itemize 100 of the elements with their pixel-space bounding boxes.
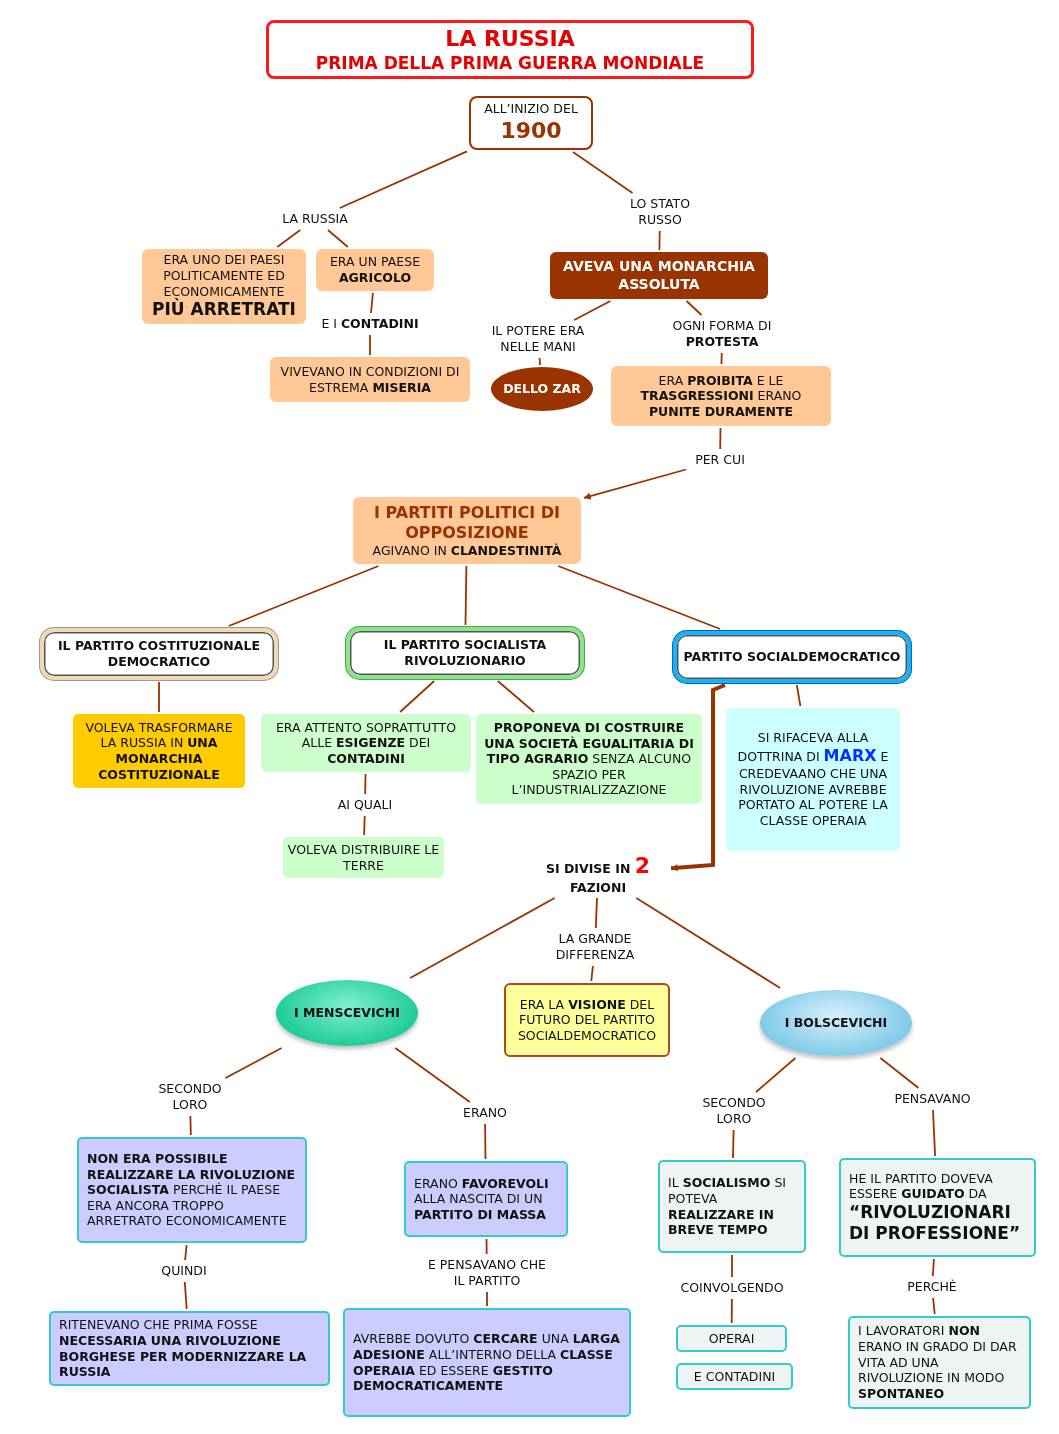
node-text: ERA LA VISIONE DEL FUTURO DEL PARTITO SOCIALDEMOCRATICO [516, 996, 658, 1044]
concept-box [49, 1311, 330, 1386]
node-text: ALL’INIZIO DEL [484, 101, 578, 118]
node-text: I MENSCEVICHI [294, 1005, 400, 1021]
node-text: ERA PROIBITA E LE TRASGRESSIONI ERANO PUNITE DURAMENTE [639, 372, 803, 420]
concept-box [316, 249, 434, 291]
node-text: OPERAI [708, 1330, 755, 1347]
concept-box [142, 249, 306, 324]
connector-line [719, 427, 722, 450]
connector-line [594, 897, 598, 929]
connector-line [276, 229, 302, 248]
node-text: E CONTADINI [693, 1368, 776, 1385]
connector-line [732, 1129, 735, 1159]
node-text: “RIVOLUZIONARI DI PROFESSIONE” [849, 1201, 1022, 1245]
node-text: ERA UNO DEI PAESI POLITICAMENTE ED ECONOMICAMENTE [163, 252, 286, 299]
linking-phrase: PER CUI [688, 451, 752, 469]
concept-box [658, 1160, 806, 1253]
connector-line [364, 773, 367, 795]
connector-line [338, 150, 468, 209]
title-box [266, 20, 754, 79]
connector-line [363, 815, 366, 836]
concept-box [848, 1316, 1031, 1409]
concept-box [476, 714, 702, 804]
node-text: AGIVANO IN CLANDESTINITÀ [372, 542, 562, 559]
node-text: I LAVORATORI NON ERANO IN GRADO DI DAR VITA AD UNA RIVOLUZIONE IN MODO SPONTANEO [858, 1323, 1018, 1402]
arrow [583, 468, 687, 500]
concept-box [261, 714, 471, 772]
connector-line [399, 680, 436, 713]
node-text: ERANO FAVOREVOLI ALLA NASCITA DI UN PARTITO DI MASSA [414, 1175, 550, 1223]
connector-line [496, 680, 535, 713]
connector-line [538, 357, 541, 366]
concept-box [676, 1363, 793, 1390]
node-text: LA RUSSIA [445, 25, 575, 53]
node-text: AVEVA UNA MONARCHIA ASSOLUTA [562, 258, 756, 293]
connector-line [658, 230, 661, 251]
node-text: RITENEVANO CHE PRIMA FOSSE NECESSARIA UNA RIVOLUZIONE BORGHESE PER MODERNIZZARE LA RUSSIA [59, 1317, 308, 1380]
connector-line [931, 1258, 935, 1277]
connector-line [189, 1115, 192, 1136]
connector-line [485, 1238, 488, 1255]
node-text: VOLEVA DISTRIBUIRE LE TERRE [287, 841, 440, 874]
arrow [670, 683, 726, 872]
concept-box [676, 1325, 787, 1352]
concept-box [404, 1161, 568, 1237]
linking-phrase: SECONDO LORO [689, 1094, 779, 1128]
connector-line [158, 681, 160, 713]
node-text: ERA UN PAESE AGRICOLO [328, 254, 422, 286]
linking-phrase: PENSAVANO [885, 1090, 980, 1108]
node-text: AVREBBE DOVUTO CERCARE UNA LARGA ADESIONE ALL’INTERNO DELLA CLASSE OPERAIA ED ESSERE GESTITO DEMOCRATICAMENTE [353, 1331, 621, 1394]
connector-line [370, 292, 374, 314]
linking-phrase: E I CONTADINI [305, 315, 435, 333]
concept-box [353, 497, 581, 564]
connector-line [557, 565, 721, 630]
concept-box [673, 631, 911, 683]
linking-phrase: OGNI FORMA DI PROTESTA [660, 317, 784, 351]
connector-line [369, 334, 371, 356]
connector-line [572, 151, 634, 194]
connector-line [224, 1047, 283, 1079]
node-text: VOLEVA TRASFORMARE LA RUSSIA IN UNA MONARCHIA COSTITUZIONALE [84, 719, 234, 783]
connector-line [409, 897, 556, 979]
connector-line [327, 229, 349, 248]
concept-box [726, 708, 900, 851]
node-text: SI RIFACEVA ALLA DOTTRINA DI MARX E CREDEVAANO CHE UNA RIVOLUZIONE AVREBBE PORTATO AL POTERE LA CLASSE OPERAIA [736, 730, 890, 829]
connector-line [590, 965, 594, 982]
connector-line [394, 1047, 471, 1103]
connector-line [464, 565, 468, 626]
concept-box [504, 983, 670, 1057]
node-text: NON ERA POSSIBILE REALIZZARE LA RIVOLUZIONE SOCIALISTA PERCHÉ IL PAESE ERA ANCORA TROPPO ARRETRATO ECONOMICAMENTE [87, 1150, 297, 1230]
concept-box [611, 366, 831, 426]
linking-phrase: QUINDI [152, 1262, 216, 1280]
linking-phrase: SECONDO LORO [145, 1080, 235, 1114]
node-text: PARTITO SOCIALDEMOCRATICO [683, 649, 901, 665]
connector-line [685, 300, 703, 316]
concept-box [346, 627, 584, 679]
concept-box [550, 252, 768, 299]
concept-box [343, 1308, 631, 1417]
connector-line [484, 1123, 487, 1160]
linking-phrase: AI QUALI [330, 796, 400, 814]
connector-line [573, 300, 612, 321]
linking-phrase: E PENSAVANO CHE IL PARTITO [420, 1256, 554, 1290]
node-text: VIVEVANO IN CONDIZIONI DI ESTREMA MISERIA [279, 363, 461, 396]
linking-phrase: IL POTERE ERA NELLE MANI [476, 322, 600, 356]
connector-line [720, 352, 723, 365]
concept-box [270, 357, 470, 402]
connector-line [755, 1057, 797, 1093]
node-text: I BOLSCEVICHI [784, 1015, 888, 1031]
node-text: HE IL PARTITO DOVEVA ESSERE GUIDATO DA [849, 1170, 994, 1202]
connector-line [635, 897, 781, 989]
node-text: DELLO ZAR [503, 381, 581, 397]
connector-line [932, 1109, 936, 1157]
node-text: I PARTITI POLITICI DI OPPOSIZIONE [373, 502, 561, 543]
linking-phrase: LO STATO RUSSO [618, 195, 702, 229]
node-text: PRIMA DELLA PRIMA GUERRA MONDIALE [315, 52, 705, 74]
concept-box [469, 96, 593, 150]
linking-phrase: PERCHÈ [900, 1278, 964, 1296]
connector-line [730, 1298, 733, 1324]
node-text: SI DIVISE IN 2 FAZIONI [545, 852, 651, 896]
connector-line [486, 1291, 488, 1307]
node-text: IL SOCIALISMO SI POTEVA REALIZZARE IN BREVE TEMPO [668, 1175, 788, 1238]
linking-phrase: LA RUSSIA [270, 210, 360, 228]
node-text: PIÙ ARRETRATI [152, 299, 296, 321]
